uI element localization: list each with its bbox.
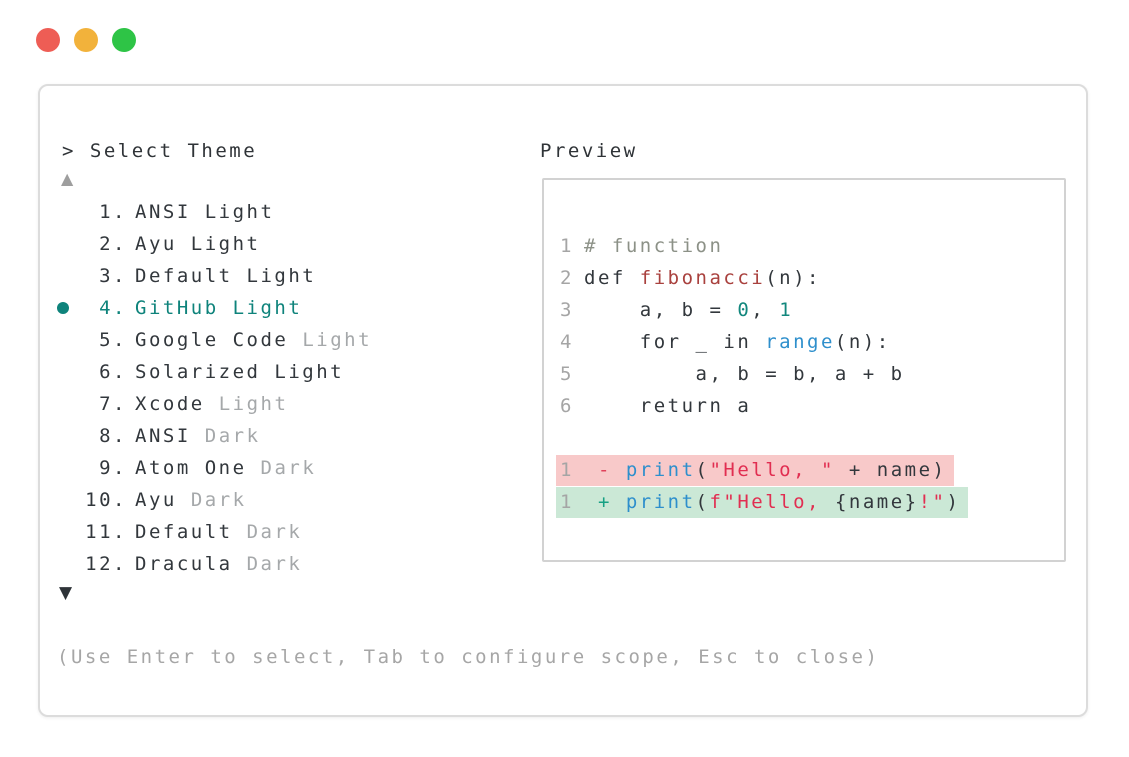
hint-text: (Use Enter to select, Tab to configure s… <box>57 646 880 668</box>
theme-item-name: GitHub Light <box>135 297 303 319</box>
theme-item-number: 7. <box>99 393 127 415</box>
theme-item-variant: Light <box>302 329 373 351</box>
theme-list-item[interactable]: 5. Google Code Light <box>40 324 546 356</box>
theme-item-name: Ayu Light <box>135 233 261 255</box>
code-line-content: 5 a, b = b, a + b <box>560 363 905 385</box>
code-line-content: 4 for _ in range(n): <box>560 331 891 353</box>
selected-bullet-icon <box>57 430 69 442</box>
scroll-down-icon[interactable]: ▼ <box>59 583 73 603</box>
code-line-content: 6 return a <box>560 395 752 417</box>
selected-bullet-icon <box>57 238 69 250</box>
scroll-up-icon[interactable]: ▲ <box>61 169 74 188</box>
selected-bullet-icon <box>57 270 69 282</box>
theme-list-item[interactable]: 12. Dracula Dark <box>40 548 546 580</box>
selected-bullet-icon <box>57 462 69 474</box>
selected-bullet-icon <box>57 302 69 314</box>
code-line: 4 for _ in range(n): <box>560 326 1064 358</box>
selected-bullet-icon <box>57 494 69 506</box>
theme-item-name: Atom One <box>135 457 247 479</box>
theme-list-item[interactable]: 6. Solarized Light <box>40 356 546 388</box>
theme-list-item[interactable]: 9. Atom One Dark <box>40 452 546 484</box>
diff-removed-line: 1 - print("Hello, " + name) <box>556 454 1064 486</box>
theme-list-item[interactable]: 2. Ayu Light <box>40 228 546 260</box>
theme-item-variant: Dark <box>204 425 261 447</box>
selected-bullet-icon <box>57 206 69 218</box>
selected-bullet-icon <box>57 398 69 410</box>
theme-list-item[interactable]: 8. ANSI Dark <box>40 420 546 452</box>
theme-item-number: 3. <box>99 265 127 287</box>
selected-bullet-icon <box>57 334 69 346</box>
selected-bullet-icon <box>57 366 69 378</box>
theme-list-item[interactable]: 7. Xcode Light <box>40 388 546 420</box>
theme-item-number: 10. <box>85 489 127 511</box>
theme-item-number: 4. <box>99 297 127 319</box>
theme-item-number: 1. <box>99 201 127 223</box>
zoom-button[interactable] <box>112 28 136 52</box>
theme-item-variant: Light <box>218 393 289 415</box>
window-controls <box>36 28 136 52</box>
theme-item-number: 12. <box>85 553 127 575</box>
theme-item-variant: Dark <box>246 553 303 575</box>
code-line: 5 a, b = b, a + b <box>560 358 1064 390</box>
prompt: > Select Theme <box>62 140 258 162</box>
code-line-content: 3 a, b = 0, 1 <box>560 299 794 321</box>
theme-item-number: 6. <box>99 361 127 383</box>
code-line: 3 a, b = 0, 1 <box>560 294 1064 326</box>
theme-item-variant: Dark <box>246 521 303 543</box>
theme-item-name: ANSI Light <box>135 201 275 223</box>
theme-item-variant: Dark <box>190 489 247 511</box>
theme-list-item[interactable]: 10. Ayu Dark <box>40 484 546 516</box>
theme-item-number: 2. <box>99 233 127 255</box>
code-line: 1# function <box>560 230 1064 262</box>
selected-bullet-icon <box>57 558 69 570</box>
theme-item-number: 8. <box>99 425 127 447</box>
theme-item-number: 9. <box>99 457 127 479</box>
theme-item-number: 11. <box>85 521 127 543</box>
close-button[interactable] <box>36 28 60 52</box>
minimize-button[interactable] <box>74 28 98 52</box>
code-line-content: 1# function <box>560 235 724 257</box>
theme-list-item[interactable]: 4. GitHub Light <box>40 292 546 324</box>
selected-bullet-icon <box>57 526 69 538</box>
theme-item-name: Ayu <box>135 489 177 511</box>
theme-list-item[interactable]: 3. Default Light <box>40 260 546 292</box>
theme-list: 1. ANSI Light 2. Ayu Light 3. Default Light 4.… <box>40 196 546 580</box>
code-line: 6 return a <box>560 390 1064 422</box>
theme-item-name: Default <box>135 521 233 543</box>
code-blank-line <box>560 422 1064 454</box>
theme-item-number: 5. <box>99 329 127 351</box>
code-line-content: 1 + print(f"Hello, {name}!") <box>556 487 969 518</box>
theme-list-item[interactable]: 1. ANSI Light <box>40 196 546 228</box>
theme-item-variant: Dark <box>260 457 317 479</box>
code-line-content: 1 - print("Hello, " + name) <box>556 455 955 486</box>
theme-item-name: Xcode <box>135 393 205 415</box>
theme-picker-window: > Select Theme Preview ▲ 1. ANSI Light 2. A… <box>38 84 1088 717</box>
theme-item-name: Solarized Light <box>135 361 345 383</box>
theme-item-name: Dracula <box>135 553 233 575</box>
theme-list-item[interactable]: 11. Default Dark <box>40 516 546 548</box>
theme-item-name: Default Light <box>135 265 317 287</box>
theme-item-name: ANSI <box>135 425 191 447</box>
diff-added-line: 1 + print(f"Hello, {name}!") <box>556 486 1064 518</box>
theme-item-name: Google Code <box>135 329 289 351</box>
preview-title: Preview <box>540 140 638 162</box>
